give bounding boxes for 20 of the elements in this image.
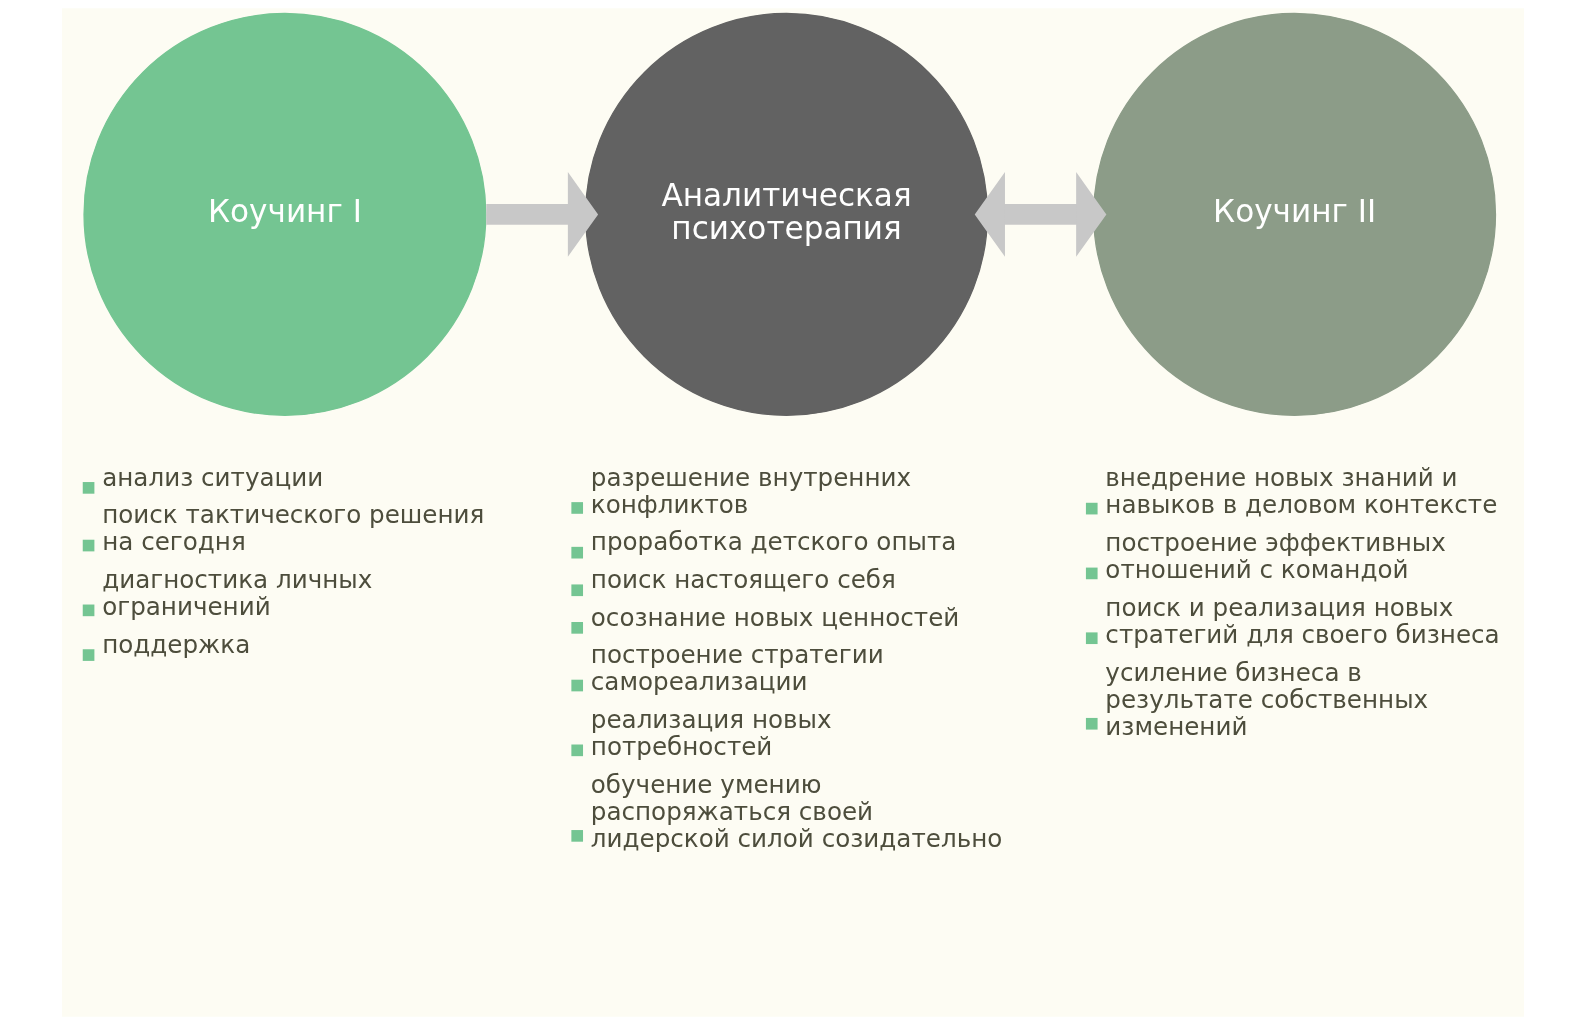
node-label: поиск и реализация новых стратегий для своего бизнеса xyxy=(1105,592,1500,650)
node-label: внедрение новых знаний и навыков в деловом контексте xyxy=(1105,463,1498,520)
node-label: обучение умению распоряжаться своей лидерской силой созидательно xyxy=(590,769,1003,854)
node-label: проработка детского опыта xyxy=(590,527,957,557)
node-circle: Коучинг I xyxy=(83,12,487,416)
node-label: усиление бизнеса в результате собственных изменений xyxy=(1105,657,1429,742)
node-label: построение эффективных отношений с командой xyxy=(1105,527,1446,585)
node-label: поддержка xyxy=(102,629,251,659)
node-label: поиск тактического решения на сегодня xyxy=(102,500,485,557)
arrow xyxy=(486,172,599,257)
node-label: поиск настоящего себя xyxy=(590,564,896,594)
arrow xyxy=(974,172,1107,257)
node-circle: Коучинг II xyxy=(1093,12,1497,416)
node-circle: Аналитическая психотерапия xyxy=(584,12,989,416)
node-label: анализ ситуации xyxy=(102,462,324,492)
node-label: диагностика личных ограничений xyxy=(102,564,373,622)
node-label: реализация новых потребностей xyxy=(590,704,832,762)
node-label: разрешение внутренних конфликтов xyxy=(590,462,912,519)
node-label: построение стратегии самореализации xyxy=(590,640,884,697)
node-label: осознание новых ценностей xyxy=(590,602,960,632)
